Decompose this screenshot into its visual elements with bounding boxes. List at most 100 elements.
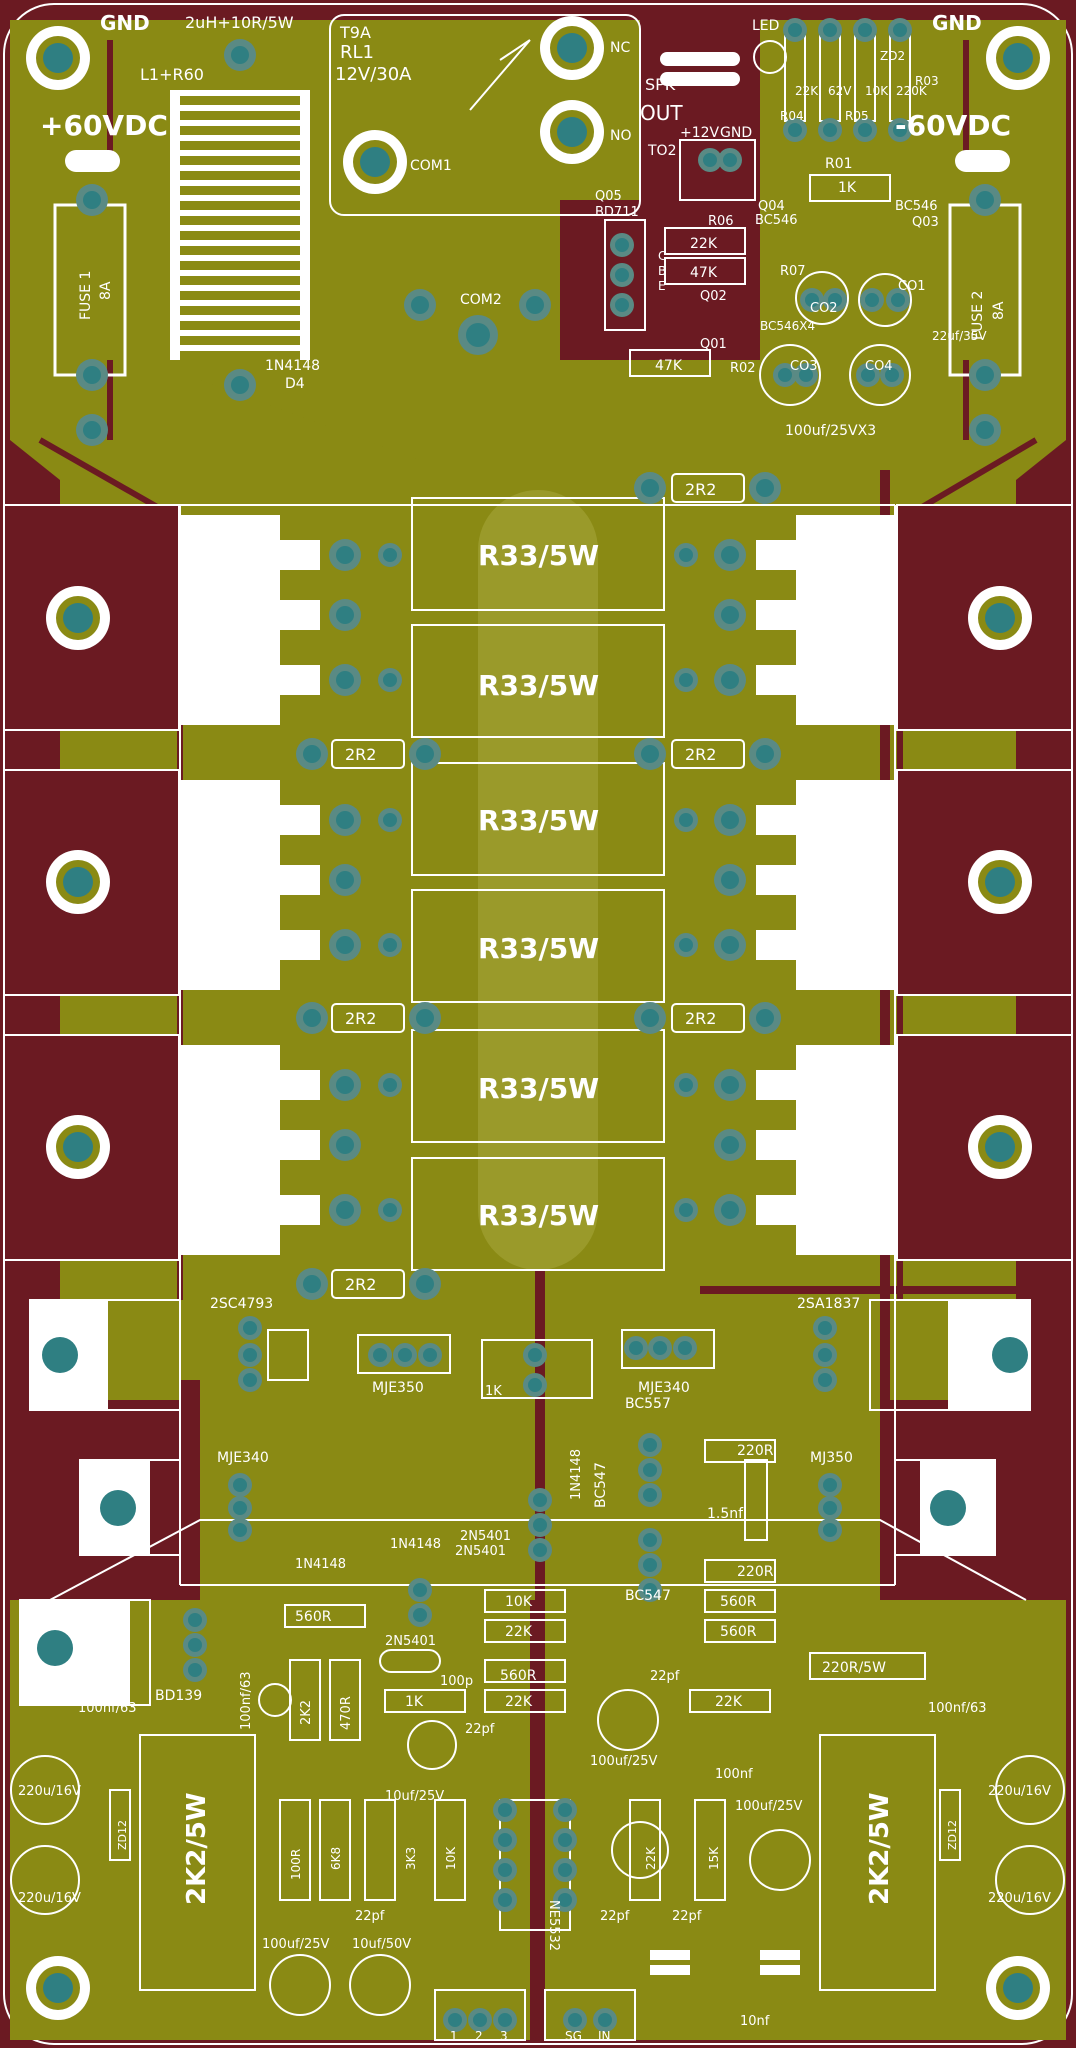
label-10k: 10K xyxy=(505,1594,533,1610)
label-100r: 100R xyxy=(289,1849,303,1880)
label-100nf63-a: 100nf/63 xyxy=(78,1701,137,1716)
label-q03-type: BC546 xyxy=(895,199,938,214)
label-220u-d: 220u/16V xyxy=(988,1891,1051,1906)
label-bc557: BC557 xyxy=(625,1396,671,1412)
label-10uf-50: 10uf/50V xyxy=(352,1937,411,1952)
label-gnd-tl: GND xyxy=(100,11,150,35)
label-100uf-a: 100uf/25V xyxy=(590,1754,658,1769)
label-pnp-1: 2SA1943 xyxy=(836,561,864,680)
label-npn-2: 2SC5200 xyxy=(218,827,246,945)
pnp-transistor-1 xyxy=(756,515,896,725)
label-r01-val: 1K xyxy=(838,180,857,196)
label-22k-b: 22K xyxy=(505,1694,533,1710)
label-2sc4793: 2SC4793 xyxy=(210,1296,273,1312)
label-22pf-d: 22pf xyxy=(600,1909,630,1924)
mount-hole-tr xyxy=(986,26,1050,90)
label-to2: TO2 xyxy=(647,143,676,159)
label-2k2: 2K2 xyxy=(299,1700,314,1725)
label-2k2-5w-b: 2K2/5W xyxy=(865,1792,895,1905)
label-sg: SG xyxy=(565,2029,582,2043)
label-r33-1: R33/5W xyxy=(478,539,599,572)
label-22k-d: 22K xyxy=(644,1846,658,1870)
label-10nf: 10nf xyxy=(740,2014,770,2029)
label-gnd-tr: GND xyxy=(932,11,982,35)
label-r05-val: 10K xyxy=(865,84,889,98)
label-no: NO xyxy=(610,128,632,144)
label-22pf-c: 22pf xyxy=(355,1909,385,1924)
label-npn-3: 2SC5200 xyxy=(218,1092,246,1210)
label-r33-3: R33/5W xyxy=(478,804,599,837)
label-22k-c: 22K xyxy=(715,1694,743,1710)
label-co2: CO2 xyxy=(810,301,838,316)
label-plus12: +12V xyxy=(680,125,720,141)
label-pot: 1K xyxy=(485,1384,502,1399)
label-15k: 15K xyxy=(707,1846,721,1870)
label-2r2-1: 2R2 xyxy=(685,480,716,499)
label-1k: 1K xyxy=(405,1694,424,1710)
label-r03: R03 xyxy=(915,74,939,88)
label-relay-ref: RL1 xyxy=(340,42,374,63)
label-fuse2-val: 8A xyxy=(991,301,1007,320)
label-2k2-5w-a: 2K2/5W xyxy=(182,1792,212,1905)
label-2r2-6: 2R2 xyxy=(345,1275,376,1294)
label-co1-val: 22uf/35V xyxy=(932,329,987,343)
label-com1: COM1 xyxy=(410,158,452,174)
label-2r2-5: 2R2 xyxy=(685,1009,716,1028)
label-pnp-2: 2SA1943 xyxy=(836,826,864,945)
label-zd12-b: ZD12 xyxy=(946,1820,959,1850)
label-mje340a: MJE340 xyxy=(638,1380,690,1396)
mount-hole-bl xyxy=(26,1956,90,2020)
label-zd2: ZD2 xyxy=(880,49,905,63)
label-r04: R04 xyxy=(780,109,804,123)
label-q03: Q03 xyxy=(912,215,939,230)
label-com2: COM2 xyxy=(460,292,502,308)
label-neg-supply: -60VDC xyxy=(895,109,1011,142)
label-10k-b: 10K xyxy=(444,1846,458,1870)
label-1n4148b: 1N4148 xyxy=(390,1537,441,1552)
label-220r-b: 220R xyxy=(737,1564,774,1580)
label-spk: SPK xyxy=(645,75,676,94)
pnp-transistor-3 xyxy=(756,1045,896,1255)
label-q05: Q05 xyxy=(595,189,622,204)
label-mj350: MJ350 xyxy=(810,1450,853,1466)
label-bd139: BD139 xyxy=(155,1688,202,1704)
label-b-pin: B xyxy=(658,264,666,278)
label-r02-val: 47K xyxy=(655,358,683,374)
label-pnp-3: 2SA1943 xyxy=(836,1091,864,1210)
label-zd12-a: ZD12 xyxy=(116,1820,129,1850)
label-q05-type: BD711 xyxy=(595,205,639,220)
label-q01: Q01 xyxy=(700,337,727,352)
label-r33-2: R33/5W xyxy=(478,669,599,702)
label-22k-a: 22K xyxy=(505,1624,533,1640)
label-6k8: 6K8 xyxy=(329,1847,343,1870)
label-r06-val: 22K xyxy=(690,236,718,252)
label-2n5401c: 2N5401 xyxy=(385,1634,436,1649)
label-r01: R01 xyxy=(825,156,853,172)
label-560r-b: 560R xyxy=(500,1668,537,1684)
label-r07-val: 47K xyxy=(690,265,718,281)
label-gnd-small: GND xyxy=(720,125,752,141)
label-mje350: MJE350 xyxy=(372,1380,424,1396)
label-22pf-e: 22pf xyxy=(672,1909,702,1924)
label-220u-a: 220u/16V xyxy=(18,1784,81,1799)
npn-transistor-3 xyxy=(180,1045,320,1255)
label-1n4148a: 1N4148 xyxy=(569,1449,584,1500)
label-2n5401a: 2N5401 xyxy=(460,1529,511,1544)
label-pin2: 2 xyxy=(475,2029,483,2043)
label-100nf: 100nf xyxy=(715,1767,753,1782)
label-npn-1: 2SC5200 xyxy=(218,562,246,680)
label-2r2-2: 2R2 xyxy=(345,745,376,764)
label-10uf: 10uf/25V xyxy=(385,1789,444,1804)
label-1-5nf: 1.5nf xyxy=(707,1506,744,1522)
label-100uf-b: 100uf/25V xyxy=(735,1799,803,1814)
npn-transistor-1 xyxy=(180,515,320,725)
label-pin1: 1 xyxy=(450,2029,458,2043)
label-co3: CO3 xyxy=(790,359,818,374)
label-r02: R02 xyxy=(730,361,756,376)
label-100uf-c: 100uf/25V xyxy=(262,1937,330,1952)
label-zener: 62V xyxy=(828,84,852,98)
relay-outline xyxy=(329,14,641,216)
label-100p: 100p xyxy=(440,1674,473,1689)
